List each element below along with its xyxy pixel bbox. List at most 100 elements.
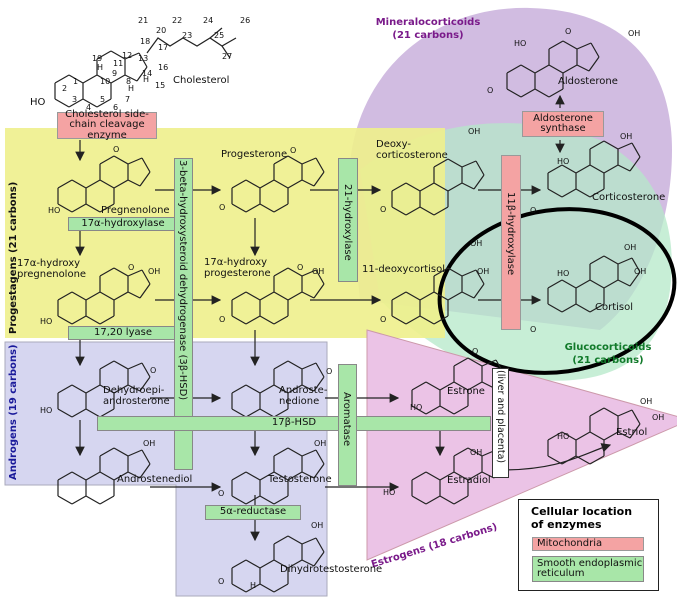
cholesterol-carbon-24: 24 <box>203 16 214 25</box>
cholesterol-h-0: H <box>97 63 104 72</box>
atom-oh-1: OH <box>620 132 633 141</box>
mineralocorticoids-title: Mineralocorticoids (21 carbons) <box>363 17 493 42</box>
deoxycorticosterone-structure <box>391 158 485 216</box>
pregnenolone-structure <box>57 155 151 213</box>
17-20-lyase-label: 17,20 lyase <box>94 326 152 338</box>
cholesterol-carbon-7: 7 <box>125 95 131 104</box>
atom-o-23: O <box>326 367 333 376</box>
atom-oh-28: OH <box>314 439 327 448</box>
atom-o-7: O <box>219 203 226 212</box>
androstenediol-label: Androstenediol <box>117 474 193 485</box>
cholesterol-carbon-13: 13 <box>138 54 149 63</box>
dht-label: Dihydrotestosterone <box>280 564 383 575</box>
deoxycortisol-structure <box>391 267 485 325</box>
atom-o-36: O <box>218 577 225 586</box>
cholesterol-carbon-22: 22 <box>172 16 183 25</box>
11b-hydroxylase-label: 11β-hydroxylase <box>505 192 516 276</box>
deoxycortisol-label: 11-deoxycortisol <box>362 264 446 275</box>
legend-mitochondria: Mitochondria <box>532 537 644 551</box>
cholesterol-carbon-27: 27 <box>222 52 233 61</box>
corticosterone-label: Corticosterone <box>592 192 666 203</box>
side-chain-cleavage-label: Cholesterol side-chain cleavage enzyme <box>65 108 149 141</box>
mineralocorticoids-title-line1: Mineralocorticoids <box>375 17 481 28</box>
atom-oh-33: OH <box>652 413 665 422</box>
cholesterol-carbon-9: 9 <box>112 69 118 78</box>
cholesterol-carbon-19: 19 <box>92 54 103 63</box>
legend-mitochondria-label: Mitochondria <box>537 537 603 549</box>
progesterone-structure <box>231 155 325 213</box>
21-hydroxylase-enzyme <box>338 158 358 282</box>
5a-reductase-enzyme: 5α-reductase <box>205 505 301 520</box>
atom-o-24: O <box>472 347 479 356</box>
cholesterol-carbon-2: 2 <box>62 84 68 93</box>
pregnenolone-label: Pregnenolone <box>101 205 170 216</box>
mineralocorticoids-title-line2: (21 carbons) <box>392 29 464 41</box>
cholesterol-structure <box>54 50 148 108</box>
atom-ho-25: HO <box>410 403 423 412</box>
atom-o-41: O <box>297 263 304 272</box>
hydroxyprogesterone-line2: progesterone <box>204 267 271 279</box>
atom-ho-10: HO <box>557 157 570 166</box>
atom-o-39: O <box>290 146 297 155</box>
liver-placenta-box <box>492 368 509 478</box>
atom-oh-18: OH <box>624 243 637 252</box>
aldosterone-structure <box>506 40 600 98</box>
deoxycorticosterone-line2: corticosterone <box>376 149 448 161</box>
glucocorticoids-title-line1: Glucocorticoids <box>564 342 652 353</box>
testosterone-label: Testosterone <box>268 474 332 485</box>
aldosterone-label: Aldosterone <box>558 76 618 87</box>
cholesterol-carbon-8: 8 <box>126 77 132 86</box>
cholesterol-ho: HO <box>30 97 46 108</box>
atom-ho-34: HO <box>557 432 570 441</box>
cholesterol-side-chain <box>146 27 237 59</box>
cholesterol-carbon-3: 3 <box>72 95 78 104</box>
cholesterol-carbon-23: 23 <box>182 31 193 40</box>
cortisol-highlight-ellipse <box>437 207 677 375</box>
hydroxypregnenolone-line2: pregnenolone <box>17 268 87 280</box>
estriol-label: Estriol <box>616 427 648 438</box>
estradiol-label: Estradiol <box>447 475 491 486</box>
11b-hydroxylase-enzyme <box>501 155 521 330</box>
dhea-structure <box>57 360 151 418</box>
cholesterol-carbon-14: 14 <box>142 69 153 78</box>
legend-smooth-er: Smooth endoplasmic reticulum <box>532 556 644 582</box>
glucocorticoids-title: Glucocorticoids (21 carbons) <box>553 342 663 367</box>
cholesterol-carbon-10: 10 <box>100 77 111 86</box>
atom-oh-35: OH <box>311 521 324 530</box>
cholesterol-carbon-5: 5 <box>100 95 106 104</box>
atom-oh-0: OH <box>468 127 481 136</box>
glucocorticoids-title-line2: (21 carbons) <box>572 354 644 366</box>
atom-oh-30: OH <box>470 448 483 457</box>
atom-o-40: O <box>128 263 135 272</box>
atom-oh-14: OH <box>312 267 325 276</box>
cholesterol-label: Cholesterol <box>173 75 230 86</box>
cholesterol-h-2: H <box>143 75 150 84</box>
legend-title-line1: Cellular location <box>531 505 633 518</box>
side-chain-cleavage-enzyme: Cholesterol side-chain cleavage enzyme <box>57 108 157 141</box>
atom-o-29: O <box>218 489 225 498</box>
deoxycorticosterone-line1: Deoxy- <box>376 139 411 150</box>
liver-placenta-label: (liver and placenta) <box>495 370 506 464</box>
hydroxyprogesterone-label: 17α-hydroxy progesterone <box>204 257 271 279</box>
dhea-line1: Dehydroepi- <box>103 385 165 396</box>
legend-ser-line1: Smooth endoplasmic <box>537 557 643 569</box>
androstenediol-structure <box>57 447 151 505</box>
atom-o-22: O <box>150 366 157 375</box>
atom-ho-26: HO <box>40 406 53 415</box>
3b-hsd-label: 3-beta-hydroxysteroid dehydrogenase (3β-… <box>177 160 188 401</box>
cholesterol-carbon-15: 15 <box>155 81 166 90</box>
cholesterol-carbon-20: 20 <box>156 26 167 35</box>
estrone-label: Estrone <box>447 386 485 397</box>
cholesterol-carbon-11: 11 <box>113 59 124 68</box>
cortisol-structure <box>547 255 641 313</box>
cholesterol-carbon-6: 6 <box>113 103 119 112</box>
cholesterol-h-1: H <box>128 84 135 93</box>
cholesterol-carbon-17: 17 <box>158 43 169 52</box>
atom-oh-12: OH <box>148 267 161 276</box>
atom-o-5: O <box>487 86 494 95</box>
atom-o-13: O <box>219 315 226 324</box>
androstenedione-line2: nedione <box>279 395 320 407</box>
atom-oh-27: OH <box>143 439 156 448</box>
